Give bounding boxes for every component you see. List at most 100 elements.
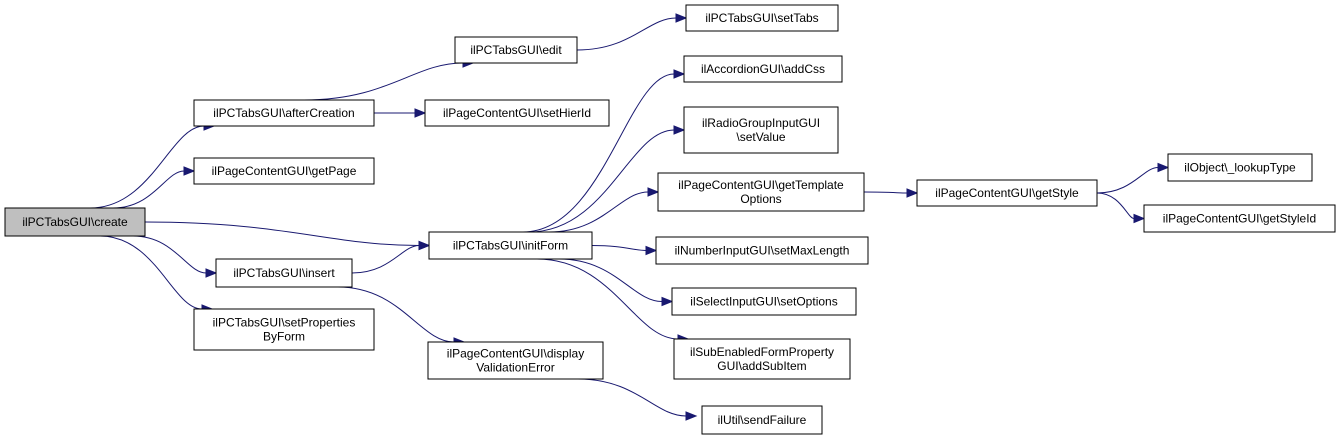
node-set-options[interactable]: ilSelectInputGUI\setOptions <box>671 287 857 316</box>
node-label: ilPCTabsGUI\insert <box>233 266 335 280</box>
node-box <box>215 258 353 288</box>
edge-line <box>351 245 420 274</box>
edge-after-creation-to-set-hier-id <box>374 108 427 118</box>
node-label: ilPageContentGUI\setHierId <box>443 106 591 120</box>
node-label: ilPCTabsGUI\setProperties <box>213 316 356 330</box>
node-after-creation[interactable]: ilPCTabsGUI\afterCreation <box>193 99 375 127</box>
node-label: ilSelectInputGUI\setOptions <box>690 295 837 309</box>
node-create[interactable]: ilPCTabsGUI\create <box>4 207 146 237</box>
edge-init-form-to-add-css <box>522 69 686 233</box>
edge-line <box>1096 192 1135 219</box>
node-send-failure[interactable]: ilUtil\sendFailure <box>701 405 823 435</box>
nodes-layer: ilPCTabsGUI\create ilPCTabsGUI\afterCreat… <box>4 4 1336 435</box>
edge-init-form-to-get-template-options <box>548 187 660 233</box>
edge-line <box>576 17 677 51</box>
node-set-max-length[interactable]: ilNumberInputGUI\setMaxLength <box>655 236 869 265</box>
arrowhead <box>205 268 218 278</box>
node-label: ilPCTabsGUI\setTabs <box>705 11 818 25</box>
arrowhead <box>645 245 658 256</box>
node-label: ilPCTabsGUI\initForm <box>453 239 568 253</box>
arrowhead <box>414 108 427 118</box>
node-add-css[interactable]: ilAccordionGUI\addCss <box>683 55 843 83</box>
edge-line <box>303 62 464 101</box>
node-label: ilPageContentGUI\getTemplate <box>678 178 844 192</box>
node-set-hier-id[interactable]: ilPageContentGUI\setHierId <box>424 99 610 127</box>
edge-line <box>89 125 205 209</box>
node-box <box>424 99 610 127</box>
arrowhead <box>673 69 686 79</box>
edge-init-form-to-set-options <box>558 258 674 307</box>
node-box <box>427 341 604 380</box>
edge-create-to-insert <box>132 235 218 278</box>
edge-edit-to-set-tabs <box>576 13 688 51</box>
node-label: ilPCTabsGUI\afterCreation <box>213 106 354 120</box>
edge-display-validation-error-to-send-failure <box>577 378 698 421</box>
node-get-style-id[interactable]: ilPageContentGUI\getStyleId <box>1143 204 1336 233</box>
node-set-value[interactable]: ilRadioGroupInputGUI\setValue <box>683 106 839 154</box>
node-edit[interactable]: ilPCTabsGUI\edit <box>454 36 578 64</box>
node-box <box>671 287 857 316</box>
node-lookup-type[interactable]: ilObject\_lookupType <box>1167 153 1313 182</box>
edge-init-form-to-set-max-length <box>591 245 658 256</box>
node-label: ValidationError <box>476 361 554 375</box>
edge-line <box>337 286 455 343</box>
node-init-form[interactable]: ilPCTabsGUI\initForm <box>428 231 593 260</box>
node-box <box>454 36 578 64</box>
node-label: ilRadioGroupInputGUI <box>702 116 820 130</box>
node-label: ilPageContentGUI\display <box>447 347 584 361</box>
edge-get-style-to-lookup-type <box>1096 162 1170 194</box>
node-insert[interactable]: ilPCTabsGUI\insert <box>215 258 353 288</box>
edge-line <box>99 235 203 310</box>
node-box <box>193 99 375 127</box>
edge-create-to-init-form <box>144 221 431 251</box>
edge-create-to-get-page <box>112 166 196 209</box>
node-label: ilNumberInputGUI\setMaxLength <box>675 244 850 258</box>
node-label: ilSubEnabledFormProperty <box>690 345 834 359</box>
node-box <box>655 236 869 265</box>
arrowhead <box>661 296 674 307</box>
edge-after-creation-to-edit <box>303 58 475 101</box>
node-box <box>683 55 843 83</box>
node-label: ByForm <box>263 330 305 344</box>
arrowhead <box>675 13 688 23</box>
node-box <box>1143 204 1336 233</box>
arrowhead <box>183 166 196 176</box>
edge-line <box>548 191 649 233</box>
edge-line <box>144 221 420 246</box>
node-get-style[interactable]: ilPageContentGUI\getStyle <box>916 179 1098 207</box>
node-box <box>193 308 375 351</box>
edge-line <box>112 170 185 209</box>
edge-line <box>522 73 675 233</box>
node-label: ilAccordionGUI\addCss <box>701 62 825 76</box>
arrowhead <box>1133 213 1146 224</box>
node-label: ilPageContentGUI\getStyle <box>935 186 1079 200</box>
node-box <box>193 157 375 185</box>
edge-create-to-set-properties-by-form <box>99 235 214 314</box>
node-get-page[interactable]: ilPageContentGUI\getPage <box>193 157 375 185</box>
node-label: ilObject\_lookupType <box>1184 161 1296 175</box>
edge-insert-to-init-form <box>351 240 431 274</box>
node-label: \setValue <box>736 130 785 144</box>
node-label: GUI\addSubItem <box>717 359 806 373</box>
node-label: ilPCTabsGUI\edit <box>470 43 562 57</box>
node-box <box>685 4 839 32</box>
node-label: ilPageContentGUI\getPage <box>212 164 357 178</box>
node-box <box>673 338 851 380</box>
edge-line <box>591 245 647 251</box>
node-box <box>683 106 839 154</box>
node-label: ilPageContentGUI\getStyleId <box>1163 212 1316 226</box>
arrowhead <box>906 188 919 198</box>
edge-line <box>863 191 908 194</box>
edge-line <box>577 378 687 417</box>
edge-line <box>132 235 207 274</box>
node-set-tabs[interactable]: ilPCTabsGUI\setTabs <box>685 4 839 32</box>
arrowhead <box>647 187 660 197</box>
node-box <box>4 207 146 237</box>
edge-init-form-to-set-value <box>528 125 686 233</box>
edges-layer <box>89 13 1170 421</box>
node-box <box>657 172 865 212</box>
